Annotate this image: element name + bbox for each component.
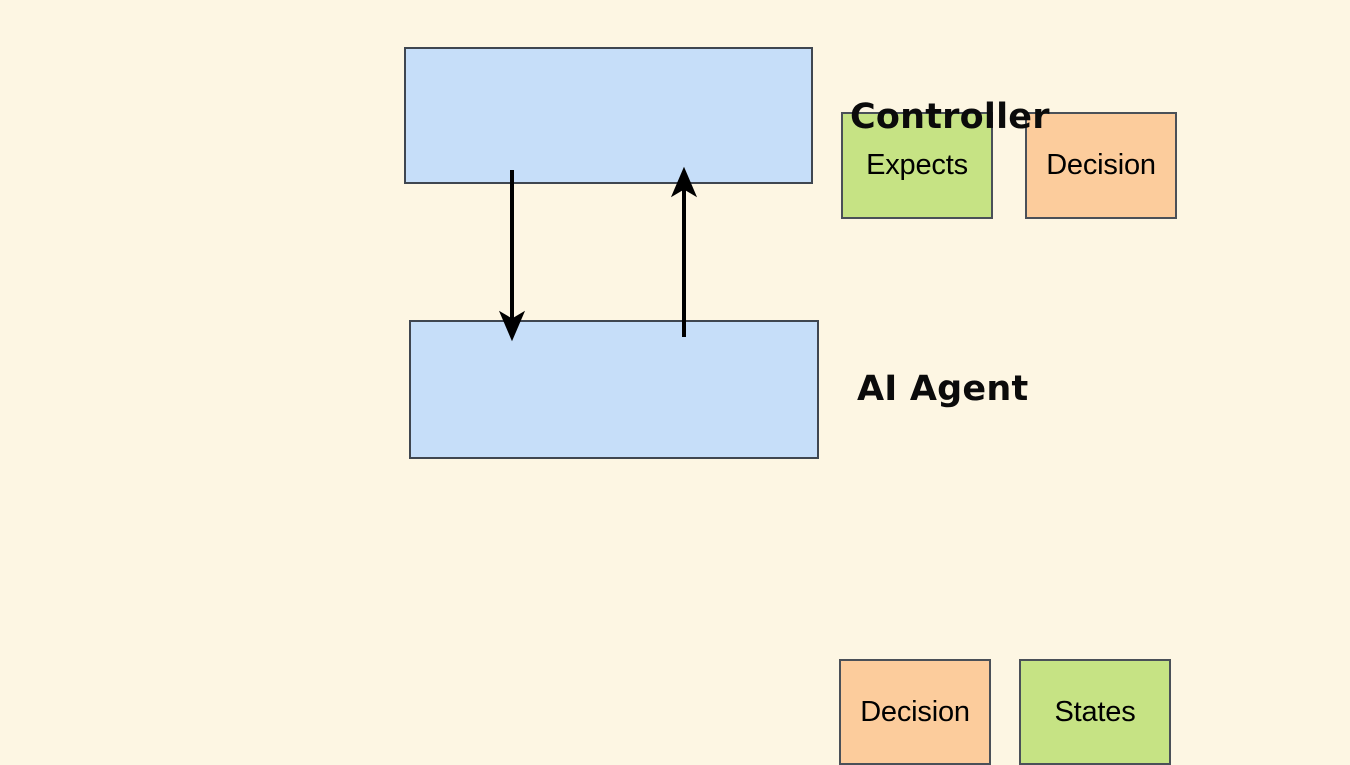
node-agent-decision[interactable]: Decision	[839, 659, 991, 765]
diagram-canvas: Expects Decision Decision States Control…	[404, 47, 1177, 765]
group-ai-agent[interactable]: Decision States	[409, 320, 1171, 765]
node-states-label: States	[1054, 695, 1136, 728]
node-expects-label: Expects	[866, 149, 968, 181]
arrow-expects-to-agent-decision	[498, 170, 526, 342]
role-label-controller: Controller	[850, 97, 1050, 137]
node-agent-decision-label: Decision	[860, 695, 970, 728]
node-expects[interactable]: Expects	[841, 112, 993, 219]
group-controller[interactable]: Expects Decision	[404, 47, 1177, 219]
node-controller-decision-label: Decision	[1046, 149, 1156, 181]
role-label-ai-agent: AI Agent	[857, 369, 1029, 409]
node-controller-decision[interactable]: Decision	[1025, 112, 1177, 219]
arrow-states-to-controller-decision	[670, 166, 698, 337]
node-states[interactable]: States	[1019, 659, 1171, 765]
